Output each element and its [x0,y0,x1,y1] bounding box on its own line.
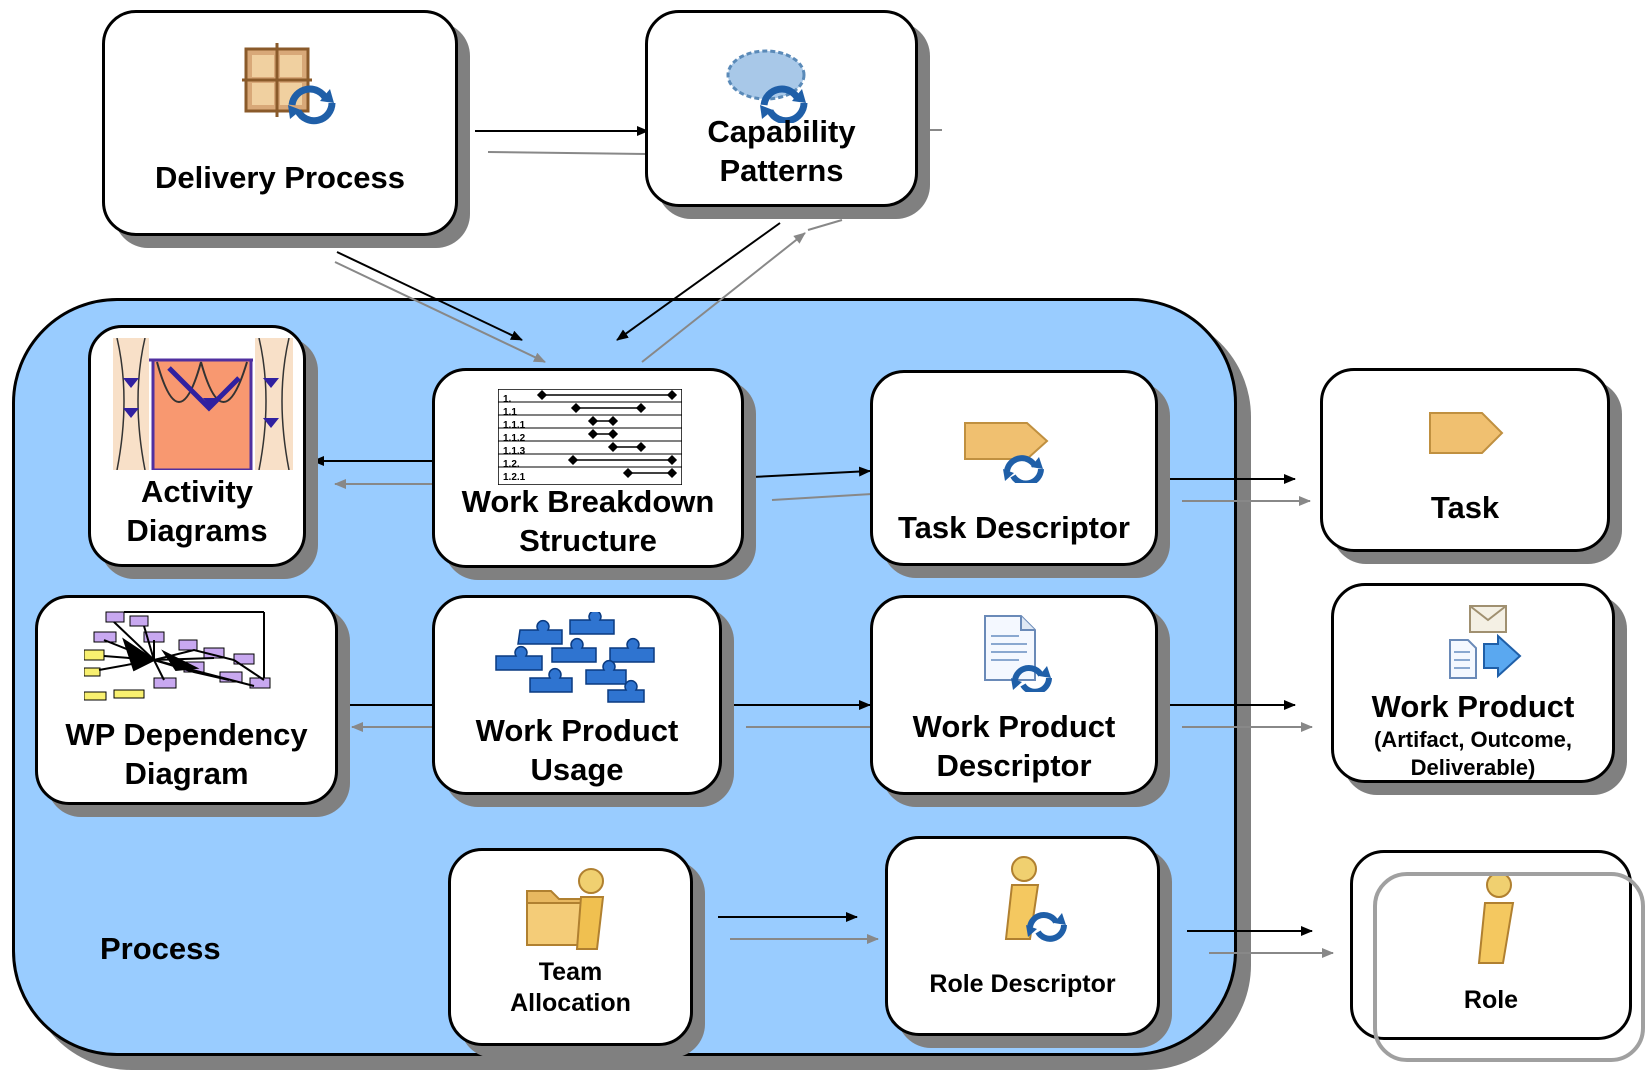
wbs-row-label: 1.1 [503,407,517,418]
puzzle-pieces-icon [495,612,655,703]
role-label: Role [1463,986,1519,1014]
arrow-delivery-to-wbs [336,251,523,341]
work-product-usage-node[interactable]: Work Product Usage [432,595,722,795]
delivery-process-icon [242,43,336,125]
wbs-row-label: 1.2.1 [503,472,526,483]
task-icon [1429,412,1504,454]
delivery-process-label: Delivery Process [155,160,405,195]
capability-patterns-node[interactable]: Capability Patterns [645,10,918,207]
team-allocation-icon [526,868,605,950]
work-product-descriptor-label: Work Product Descriptor [912,709,1116,783]
wbs-gantt-icon [498,389,682,485]
task-label: Task [1430,490,1500,525]
work-product-sublabel: (Artifact, Outcome, Deliverable) [1373,727,1573,780]
role-icon [1477,872,1515,964]
task-node[interactable]: Task [1320,368,1610,552]
wbs-row-label: 1.1.1 [503,420,526,431]
work-product-label: Work Product [1371,689,1575,724]
work-product-descriptor-node[interactable]: Work Product Descriptor [870,595,1158,795]
wbs-row-label: 1. [503,394,512,405]
arrow-wbs-to-capability-gray [641,232,806,363]
activity-diagrams-label: Activity Diagrams [126,474,268,548]
wbs-row-label: 1.1.3 [503,446,526,457]
arrow-wbs-to-taskdesc-gray [771,493,873,501]
wbs-row-labels: 1. 1.1 1.1.1 1.1.2 1.1.3 1.2. 1.2.1 [503,393,525,484]
work-product-icon [1449,605,1522,679]
role-node[interactable]: Role [1350,850,1632,1040]
role-descriptor-icon [1004,856,1067,942]
wbs-label: Work Breakdown Structure [461,484,715,558]
team-allocation-node[interactable]: Team Allocation [448,848,693,1046]
arrow-wbs-to-taskdesc [751,466,871,478]
work-product-node[interactable]: Work Product (Artifact, Outcome, Deliver… [1331,583,1615,783]
work-product-descriptor-icon [984,615,1052,692]
arrow-capability-gray-stub [807,219,843,231]
role-descriptor-label: Role Descriptor [929,970,1116,998]
task-descriptor-icon [964,422,1049,483]
arrow-capability-to-wbs [616,222,781,341]
wp-dependency-diagram-label: WP Dependency Diagram [65,717,308,791]
capability-patterns-label: Capability Patterns [707,114,856,188]
arrow-delivery-to-wbs-gray [334,261,546,363]
role-descriptor-node[interactable]: Role Descriptor [885,836,1160,1036]
activity-diagram-icon [113,338,293,470]
wp-dependency-diagram-node[interactable]: WP Dependency Diagram [35,595,338,805]
work-product-usage-label: Work Product Usage [475,713,679,787]
arrow-capability-to-delivery [487,151,649,155]
wbs-row-label: 1.2. [503,459,520,470]
activity-diagrams-node[interactable]: Activity Diagrams [88,325,306,567]
process-label: Process [100,931,221,966]
work-breakdown-structure-node[interactable]: 1. 1.1 1.1.1 1.1.2 1.1.3 1.2. 1.2.1 Work… [432,368,744,568]
wbs-row-label: 1.1.2 [503,433,526,444]
capability-patterns-icon [726,49,808,123]
wp-dependency-diagram-icon [84,611,271,701]
task-descriptor-node[interactable]: Task Descriptor [870,370,1158,566]
delivery-process-node[interactable]: Delivery Process [102,10,458,236]
task-descriptor-label: Task Descriptor [897,510,1130,545]
team-allocation-label: Team Allocation [510,958,631,1018]
